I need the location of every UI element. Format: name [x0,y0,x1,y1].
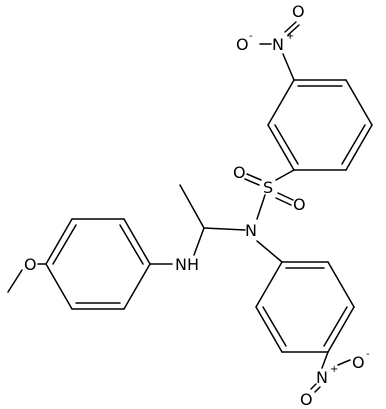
bond-s-o-left-b [244,178,260,186]
bond-s-n [256,194,266,220]
bond-ring3-a [255,261,283,308]
bond-s-o-left-a [246,173,262,181]
bond-nitro-bottom-n-o-minus [337,359,351,366]
bond-ring1-e [267,124,295,171]
atom-n-amide: N [245,221,257,240]
bond-nitro-bottom-n-o-a [310,383,317,390]
atom-o-nitro-top-minus: O [236,35,249,54]
atom-o-methoxy: O [24,255,37,274]
charge-plus-bottom: + [330,364,338,375]
bond-ring2-d [45,263,73,310]
bond-ring3-d [327,306,355,353]
bond-n-ring3 [256,240,283,263]
bond-nitro-top-n-ring [282,53,295,81]
bond-s-o-right-a [277,192,294,201]
atom-o-sulfonyl-left: O [233,163,246,182]
bond-ring1-e-inner [274,124,299,165]
atom-n-nitro-bottom: N [316,368,328,387]
bond-ring1-c [345,124,373,171]
charge-minus-bottom: - [366,349,370,360]
bond-n-ch [203,227,246,231]
bond-ch-nh [193,227,205,256]
bond-ring3-nitro-n [321,351,329,369]
bond-ring1-c-inner [341,124,366,165]
charge-minus-top: - [249,31,253,42]
atom-s: S [263,178,273,197]
bond-nitro-bottom-n-o-b [314,386,321,393]
bond-nitro-top-n-o-a [284,21,297,33]
bond-ring2-c [45,218,73,265]
bond-nitro-top-n-o-b [287,24,300,36]
bond-ring3-f-inner [262,306,287,347]
bond-ring3-f [255,306,283,353]
bond-ring1-b [345,79,373,126]
bond-ring2-a-inner [119,224,144,265]
atom-labels: O - N + O S O O N NH O N + O - O [24,2,370,409]
bond-ring1-s [275,169,295,181]
bond-ch-methyl [179,184,205,229]
charge-plus-top: + [286,31,294,42]
bond-ring3-d-inner [323,306,348,347]
bond-s-o-right-b [275,197,292,206]
atom-o-nitro-top: O [292,2,305,21]
bond-ring1-f [267,79,295,126]
bond-o-methyl [7,269,23,293]
bond-ring2-f [123,263,151,310]
atom-o-nitro-bottom-minus: O [352,353,365,372]
bonds [7,21,373,393]
bond-ring2-a [123,218,151,265]
atom-n-nitro-top: N [272,35,284,54]
bond-ring2-c-inner [52,224,77,265]
atom-nh: NH [175,255,199,274]
atom-o-sulfonyl-right: O [293,195,306,214]
atom-o-nitro-bottom: O [300,390,313,409]
bond-ring3-c [327,261,355,308]
